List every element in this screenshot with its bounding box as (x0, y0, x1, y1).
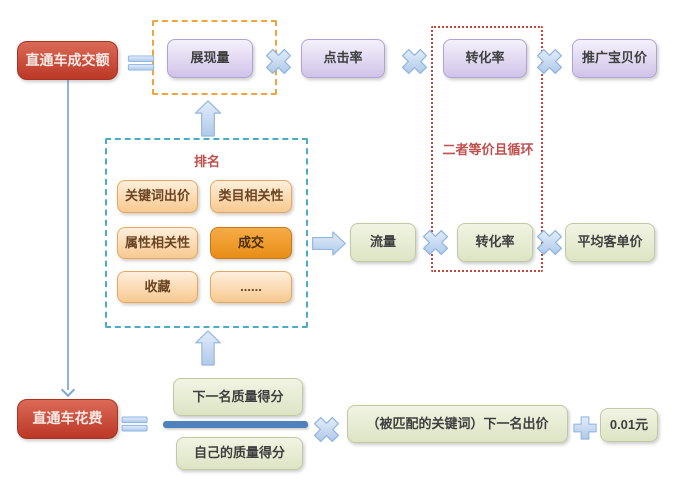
rank-factor-more: ...... (210, 271, 292, 303)
formula-next-bid: （被匹配的关键词）下一名出价 (347, 405, 568, 443)
multiply-icon (536, 48, 563, 75)
plus-icon (573, 416, 597, 440)
node-traffic: 流量 (350, 223, 416, 262)
conversion-cycle-frame (431, 26, 543, 272)
rank-factor-category-relevance: 类目相关性 (210, 180, 292, 213)
node-cost: 直通车花费 (17, 399, 118, 439)
multiply-icon (265, 48, 292, 75)
node-cvr-top: 转化率 (443, 39, 527, 78)
multiply-icon (313, 416, 340, 443)
equals-icon (121, 416, 149, 432)
up-arrow-icon (194, 330, 222, 366)
deal-to-cost-connector-line (67, 80, 69, 390)
rank-factor-attribute-relevance: 属性相关性 (117, 227, 198, 259)
multiply-icon (401, 48, 428, 75)
formula-next-quality-score: 下一名质量得分 (173, 378, 303, 416)
formula-min-increment: 0.01元 (600, 408, 658, 442)
node-cvr-bottom: 转化率 (457, 223, 533, 262)
multiply-icon (536, 229, 563, 256)
ranking-group-frame (105, 138, 308, 328)
node-item-price: 推广宝贝价 (572, 39, 657, 78)
formula-own-quality-score: 自己的质量得分 (176, 437, 303, 470)
cycle-note-label: 二者等价且循环 (442, 141, 534, 157)
rank-factor-keyword-bid: 关键词出价 (117, 180, 198, 213)
equals-icon (127, 55, 156, 71)
fraction-bar (163, 421, 308, 428)
node-avg-order-value: 平均客单价 (565, 223, 655, 262)
rank-factor-favorites: 收藏 (117, 271, 198, 303)
node-deal-amount: 直通车成交额 (17, 41, 118, 80)
node-impressions: 展现量 (167, 39, 253, 78)
ranking-title-label: 排名 (193, 153, 220, 169)
multiply-icon (422, 229, 449, 256)
rank-factor-deal: 成交 (210, 227, 292, 259)
down-arrowhead-icon (60, 382, 76, 398)
up-arrow-icon (194, 100, 222, 137)
right-arrow-icon (311, 231, 347, 256)
node-ctr: 点击率 (301, 39, 385, 78)
